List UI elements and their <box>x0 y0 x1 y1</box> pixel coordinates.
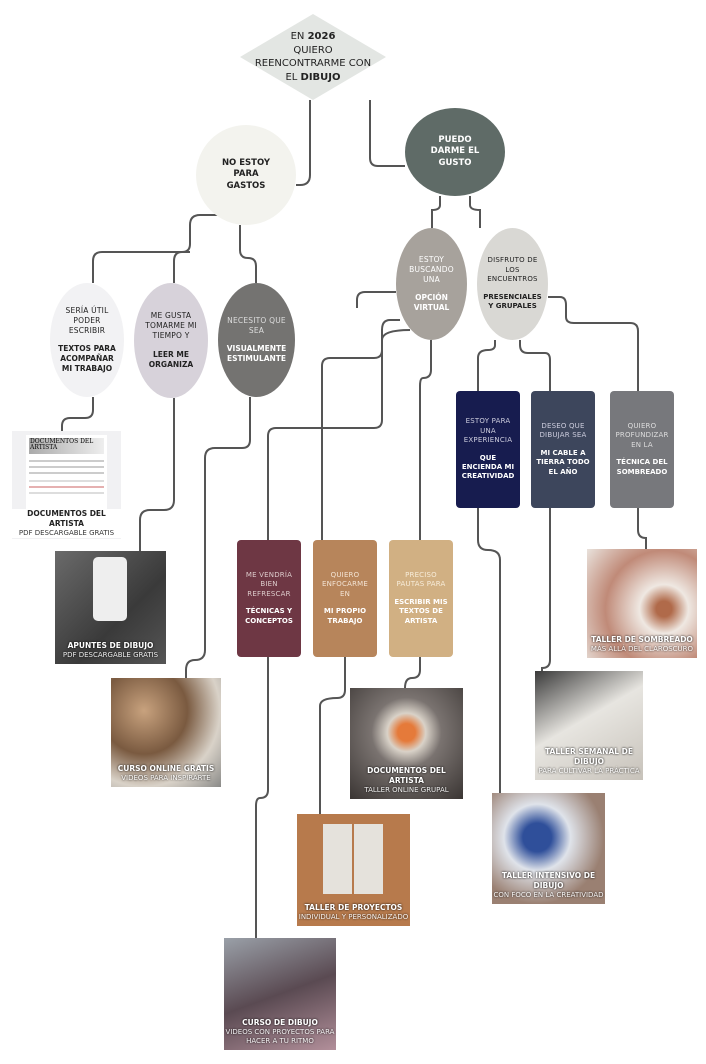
resource-subtitle: PDF DESCARGABLE GRATIS <box>18 528 115 537</box>
node-bold: QUE ENCIENDA MI CREATIVIDAD <box>461 453 515 481</box>
resource-title: CURSO ONLINE GRATIS <box>117 764 215 774</box>
resource-subtitle: INDIVIDUAL Y PERSONALIZADO <box>298 912 409 921</box>
node-bold: TEXTOS PARA ACOMPAÑAR MI TRABAJO <box>58 344 116 374</box>
branch-label: NO ESTOY PARA GASTOS <box>221 157 271 191</box>
node-bold: TÉCNICA DEL SOMBREADO <box>616 458 668 476</box>
resource-title: TALLER SEMANAL DE DIBUJO <box>544 747 634 767</box>
node-light: ME VENDRÍA BIEN REFRESCAR <box>245 570 293 598</box>
option-own-work[interactable]: QUIERO ENFOCARME EN MI PROPIO TRABAJO <box>313 540 377 657</box>
document-preview: DOCUMENTOS DEL ARTISTA <box>26 435 107 515</box>
option-texts[interactable]: SERÍA ÚTIL PODER ESCRIBIR TEXTOS PARA ACO… <box>50 283 124 397</box>
node-bold: VISUALMENTE ESTIMULANTE <box>226 344 287 364</box>
root-text: QUIERO <box>293 44 333 56</box>
node-bold: OPCIÓN VIRTUAL <box>413 293 450 313</box>
resource-title: DOCUMENTOS DEL ARTISTA <box>367 766 446 786</box>
node-light: ESTOY BUSCANDO UNA <box>409 254 454 284</box>
option-virtual[interactable]: ESTOY BUSCANDO UNA OPCIÓN VIRTUAL <box>396 228 467 340</box>
node-light: DISFRUTO DE LOS ENCUENTROS <box>487 256 538 284</box>
root-text: EN <box>290 31 305 42</box>
resource-title: TALLER DE PROYECTOS <box>304 903 403 913</box>
node-light: PRECISO PAUTAS PARA <box>396 570 446 589</box>
branch-label: PUEDO DARME EL GUSTO <box>430 134 480 168</box>
option-shading[interactable]: QUIERO PROFUNDIZAR EN LA TÉCNICA DEL SOMB… <box>610 391 674 508</box>
resource-subtitle: MÁS ALLÁ DEL CLAROSCURO <box>590 644 694 653</box>
root-goal: EN 2026 QUIERO REENCONTRARME CON EL DIBU… <box>240 14 386 100</box>
resource-title: APUNTES DE DIBUJO <box>67 641 154 651</box>
node-light: ME GUSTA TOMARME MI TIEMPO Y <box>145 311 197 341</box>
resource-title: DOCUMENTOS DEL ARTISTA <box>27 509 106 529</box>
root-bold: DIBUJO <box>300 71 341 83</box>
branch-no-budget[interactable]: NO ESTOY PARA GASTOS <box>196 125 296 225</box>
option-weekly[interactable]: DESEO QUE DIBUJAR SEA MI CABLE A TIERRA T… <box>531 391 595 508</box>
root-text: REENCONTRARME CON <box>254 58 372 69</box>
node-light: QUIERO ENFOCARME EN <box>322 570 368 598</box>
resource-subtitle: VIDEOS CON PROYECTOS PARA HACER A TU RIT… <box>225 1027 335 1045</box>
node-bold: ESCRIBIR MIS TEXTOS DE ARTISTA <box>394 597 448 625</box>
option-techniques[interactable]: ME VENDRÍA BIEN REFRESCAR TÉCNICAS Y CONC… <box>237 540 301 657</box>
option-reading[interactable]: ME GUSTA TOMARME MI TIEMPO Y LEER ME ORGA… <box>134 283 208 398</box>
root-year: 2026 <box>307 31 336 42</box>
option-writing[interactable]: PRECISO PAUTAS PARA ESCRIBIR MIS TEXTOS D… <box>389 540 453 657</box>
doc-heading: DOCUMENTOS DEL ARTISTA <box>29 438 104 454</box>
resource-subtitle: CON FOCO EN LA CREATIVIDAD <box>493 890 604 899</box>
option-in-person[interactable]: DISFRUTO DE LOS ENCUENTROS PRESENCIALES Y… <box>477 228 548 340</box>
option-visual[interactable]: NECESITO QUE SEA VISUALMENTE ESTIMULANTE <box>218 283 295 397</box>
root-text: EL <box>285 71 298 83</box>
node-bold: LEER ME ORGANIZA <box>148 349 194 369</box>
node-bold: PRESENCIALES Y GRUPALES <box>483 292 542 311</box>
node-light: ESTOY PARA UNA EXPERIENCIA <box>463 417 513 445</box>
resource-subtitle: PARA CULTIVAR LA PRÁCTICA <box>538 766 640 775</box>
node-light: QUIERO PROFUNDIZAR EN LA <box>615 421 669 449</box>
resource-subtitle: PDF DESCARGABLE GRATIS <box>62 650 159 659</box>
node-light: NECESITO QUE SEA <box>227 315 286 335</box>
node-light: SERÍA ÚTIL PODER ESCRIBIR <box>65 305 109 335</box>
resource-title: TALLER INTENSIVO DE DIBUJO <box>501 871 596 891</box>
node-bold: MI CABLE A TIERRA TODO EL AÑO <box>536 448 590 476</box>
resource-title: CURSO DE DIBUJO <box>242 1018 318 1028</box>
resource-title: TALLER DE SOMBREADO <box>591 635 693 645</box>
node-light: DESEO QUE DIBUJAR SEA <box>539 421 587 440</box>
node-bold: TÉCNICAS Y CONCEPTOS <box>245 607 293 625</box>
option-creativity[interactable]: ESTOY PARA UNA EXPERIENCIA QUE ENCIENDA M… <box>456 391 520 508</box>
resource-subtitle: VIDEOS PARA INSPIRARTE <box>121 773 211 782</box>
resource-subtitle: TALLER ONLINE GRUPAL <box>364 785 449 794</box>
branch-budget[interactable]: PUEDO DARME EL GUSTO <box>405 108 505 196</box>
node-bold: MI PROPIO TRABAJO <box>323 607 367 625</box>
resource-artist-documents-pdf[interactable]: DOCUMENTOS DEL ARTISTA DOCUMENTOS DEL AR… <box>12 431 121 539</box>
